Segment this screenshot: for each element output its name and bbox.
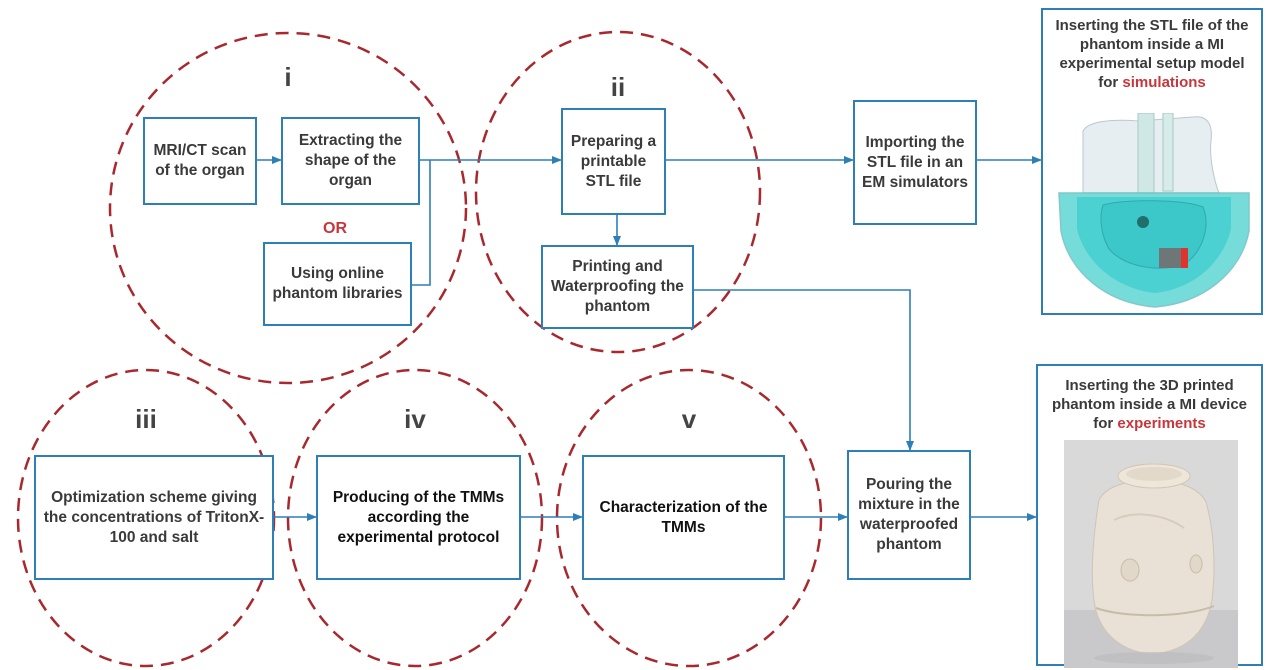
simulation-panel: Inserting the STL file of the phantom in… (1041, 8, 1263, 315)
or-label: OR (323, 220, 347, 237)
stage-v-circle (555, 368, 823, 668)
box-optimization-scheme: Optimization scheme giving the concentra… (34, 455, 274, 580)
simulation-highlight: simulations (1122, 74, 1206, 91)
box-mri-ct-scan: MRI/CT scan of the organ (143, 117, 257, 205)
box-printing-waterproofing: Printing and Waterproofing the phantom (541, 245, 694, 329)
experiment-panel-title: Inserting the 3D printed phantom inside … (1051, 377, 1248, 432)
stage-i-circle (108, 31, 468, 385)
stage-iv-circle (286, 368, 544, 668)
experiment-highlight: experiments (1117, 415, 1206, 432)
box-pouring-mixture-text: Pouring the mixture in the waterproofed … (858, 476, 960, 553)
stage-iii-circle (16, 368, 276, 668)
box-mri-ct-scan-text: MRI/CT scan of the organ (153, 142, 247, 179)
box-pouring-mixture: Pouring the mixture in the waterproofed … (847, 450, 971, 580)
box-importing-stl-text: Importing the STL file in an EM simulato… (862, 133, 968, 191)
box-preparing-stl: Preparing a printable STL file (561, 108, 666, 215)
connector-libraries (412, 160, 431, 286)
box-optimization-scheme-text: Optimization scheme giving the concentra… (43, 488, 265, 546)
box-characterization-tmms-text: Characterization of the TMMs (599, 498, 768, 536)
box-importing-stl: Importing the STL file in an EM simulato… (853, 100, 977, 225)
box-producing-tmms-text: Producing of the TMMs according the expe… (332, 488, 505, 546)
stage-ii-circle (474, 30, 762, 354)
experiment-panel: Inserting the 3D printed phantom inside … (1036, 364, 1263, 668)
simulation-panel-title: Inserting the STL file of the phantom in… (1055, 17, 1249, 91)
stage-label-i: i (284, 62, 292, 92)
printed-phantom-photo (1064, 440, 1238, 668)
stage-label-iv: iv (404, 404, 426, 434)
box-online-libraries: Using online phantom libraries (263, 242, 412, 326)
box-extracting-shape-text: Extracting the shape of the organ (298, 132, 403, 189)
box-producing-tmms: Producing of the TMMs according the expe… (316, 455, 521, 580)
simulation-model-image (1058, 113, 1250, 308)
arrow-print-to-pour (694, 289, 914, 451)
stage-label-ii: ii (610, 72, 626, 102)
box-characterization-tmms: Characterization of the TMMs (582, 455, 785, 580)
box-printing-waterproofing-text: Printing and Waterproofing the phantom (551, 258, 684, 315)
box-preparing-stl-text: Preparing a printable STL file (570, 132, 657, 190)
box-extracting-shape: Extracting the shape of the organ (281, 117, 420, 205)
stage-label-v: v (681, 404, 697, 434)
stage-label-iii: iii (135, 404, 157, 434)
box-online-libraries-text: Using online phantom libraries (272, 265, 403, 302)
